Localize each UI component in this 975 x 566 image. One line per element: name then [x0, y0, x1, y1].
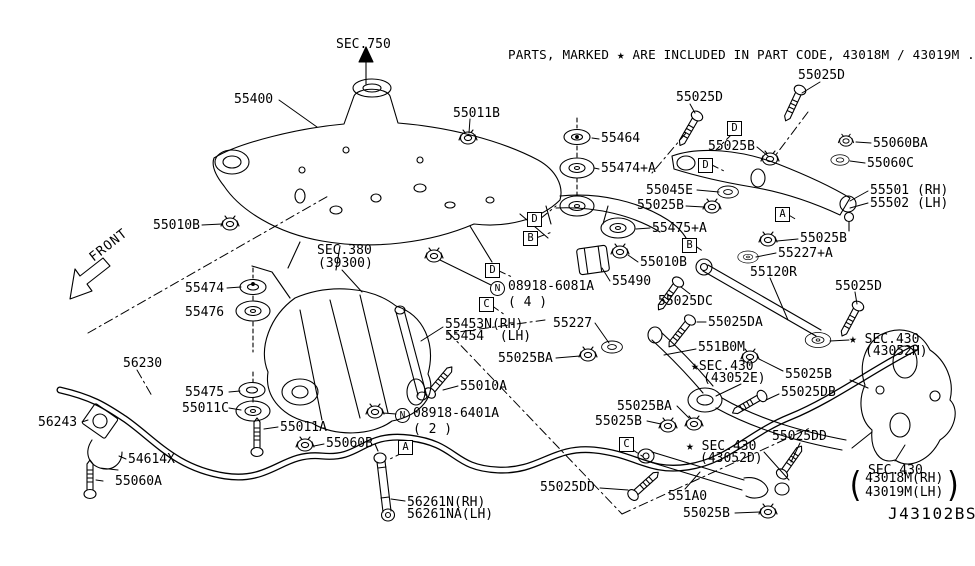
part-label: 55474 [185, 281, 225, 296]
part-label: ★ SEC.430 [849, 332, 920, 347]
part-label: SEC.380 [317, 243, 372, 258]
circled-n-icon: N [490, 281, 505, 296]
part-label: 551A0 [668, 489, 708, 504]
part-label: 55501 (RH) [870, 183, 949, 198]
ref-box-c: C [479, 297, 494, 312]
part-label: 55400 [234, 92, 274, 107]
part-label: 55010B [640, 255, 687, 270]
part-label: 55025DD [540, 480, 595, 495]
part-label: 56261N(RH) [407, 495, 486, 510]
damper-55490 [576, 244, 610, 276]
upper-arm-55501 [671, 149, 857, 232]
part-label: 55010B [153, 218, 200, 233]
diagram-code: J43102BS [888, 504, 975, 523]
front-arrow-icon [69, 257, 111, 300]
part-label: 55025B [637, 198, 684, 213]
part-label: 551B0M [698, 340, 745, 355]
part-label: 55011B [453, 106, 500, 121]
part-label: 55025B [708, 139, 755, 154]
circled-n-icon: N [395, 408, 410, 423]
part-label: 55025B [683, 506, 730, 521]
part-label: 56261NA(LH) [407, 507, 494, 522]
construction-lines [87, 111, 811, 515]
part-label: 55025BA [617, 399, 672, 414]
part-label: 55453N(RH) [445, 317, 524, 332]
part-label: 55454 (LH) [445, 329, 532, 344]
part-label: 55025DC [658, 294, 713, 309]
part-label: 55227 [553, 316, 593, 331]
clamp-56243 [81, 403, 119, 439]
part-label: 55011C [182, 401, 229, 416]
part-label: 55060BA [873, 136, 928, 151]
part-label: SEC.750 [336, 37, 391, 52]
sec750-arrow-head [358, 46, 374, 63]
part-label: 55227+A [778, 246, 833, 261]
radius-rod-55120r [695, 258, 832, 348]
lower-link-551b0m [647, 326, 847, 451]
link-56261n [373, 443, 396, 522]
part-label: 55025B [785, 367, 832, 382]
header-note: PARTS, MARKED ★ ARE INCLUDED IN PART COD… [508, 47, 975, 62]
part-label: (43052H) [865, 344, 928, 359]
leader-lines [81, 81, 906, 514]
part-label: (43052E) [703, 371, 766, 386]
ref-box-c: C [619, 437, 634, 452]
part-label: 55502 (LH) [870, 196, 949, 211]
ref-box-b: B [523, 231, 538, 246]
ref-box-d: D [727, 121, 742, 136]
part-label: 55475+A [652, 221, 707, 236]
differential-sec380 [251, 265, 432, 434]
part-label: 55025DD [772, 429, 827, 444]
part-label: 55475 [185, 385, 225, 400]
part-label: 55060C [867, 156, 914, 171]
part-label: 55120R [750, 265, 797, 280]
toe-link-551a0 [637, 448, 790, 499]
stabilizer-bar-56230 [56, 344, 919, 500]
part-label: 54614X [128, 452, 175, 467]
part-label: 55025DB [781, 385, 836, 400]
ref-box-b: B [682, 238, 697, 253]
part-label: 55025D [835, 279, 882, 294]
part-label: 55474+A [601, 161, 656, 176]
part-label: 55464 [601, 131, 641, 146]
part-label: 55025B [800, 231, 847, 246]
part-label: 55045E [646, 183, 693, 198]
part-label: 55476 [185, 305, 225, 320]
ref-box-d: D [485, 263, 500, 278]
ref-box-d: D [527, 212, 542, 227]
knuckle-part-codes: (43018M(RH) 43019M(LH)) [846, 465, 963, 506]
part-label: 55490 [612, 274, 652, 289]
ref-box-a: A [775, 207, 790, 222]
part-label: 55060B [326, 436, 373, 451]
part-label: 56243 [38, 415, 78, 430]
struts-55453n [394, 305, 428, 401]
part-label: SEC.430 [868, 463, 923, 478]
part-label: ★SEC.430 [691, 359, 754, 374]
part-label: 55025D [676, 90, 723, 105]
part-label: (43052D) [700, 451, 763, 466]
ref-box-a: A [398, 440, 413, 455]
part-label: 55025BA [498, 351, 553, 366]
part-label: 55025B [595, 414, 642, 429]
part-label: (39300) [318, 256, 373, 271]
part-label: 55025DA [708, 315, 763, 330]
part-label: 55025D [798, 68, 845, 83]
part-label: 55011A [280, 420, 327, 435]
subframe-55400 [212, 78, 691, 271]
part-label: ★ SEC.430 [686, 439, 757, 454]
part-label: 56230 [123, 356, 163, 371]
knuckle-sec430 [849, 329, 956, 465]
mount-stack-left [235, 267, 271, 458]
part-label: 55010A [460, 379, 507, 394]
part-label: 55060A [115, 474, 162, 489]
mount-stack-center [559, 117, 595, 217]
bracket-54614x [87, 439, 123, 471]
ref-box-d: D [698, 158, 713, 173]
